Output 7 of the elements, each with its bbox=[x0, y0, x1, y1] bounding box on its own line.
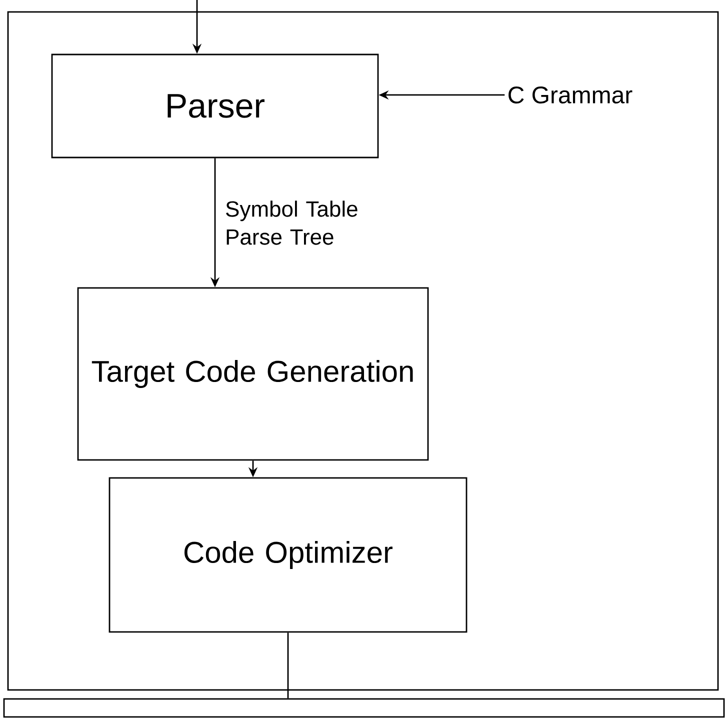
process-box: Parser bbox=[51, 54, 379, 158]
edge-label: Symbol Table Parse Tree bbox=[226, 200, 358, 245]
source-label: C Grammar bbox=[508, 86, 632, 104]
process-box: Code Optimizer bbox=[108, 477, 468, 633]
process-box: Target Code Generation bbox=[77, 287, 429, 461]
process-box bbox=[3, 698, 725, 718]
outer-frame bbox=[7, 11, 719, 691]
